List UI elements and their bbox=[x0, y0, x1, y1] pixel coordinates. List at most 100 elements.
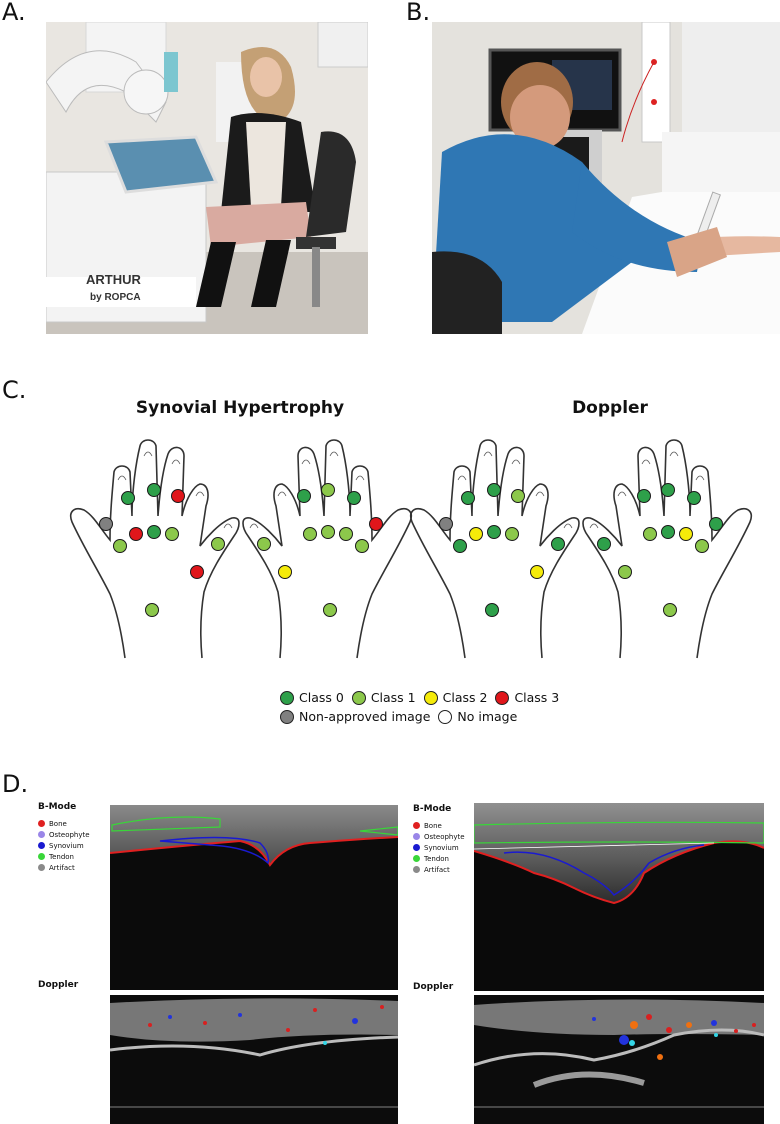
swatch-class2 bbox=[423, 690, 438, 705]
joint-marker-mcp3 bbox=[487, 525, 501, 539]
hand-doppler-left bbox=[582, 439, 753, 659]
joint-marker-cmc bbox=[618, 565, 632, 579]
fingernail bbox=[563, 523, 573, 529]
hand-outline bbox=[242, 439, 413, 659]
joint-marker-mcp2 bbox=[679, 527, 693, 541]
joint-marker-wrist bbox=[663, 603, 677, 617]
legend-class3: Class 3 bbox=[495, 690, 559, 705]
joint-marker-d4 bbox=[511, 489, 525, 503]
us-legend-osteophyte-right: Osteophyte bbox=[413, 831, 465, 842]
doppler-label-left: Doppler bbox=[38, 980, 79, 990]
joint-marker-mcp1 bbox=[551, 537, 565, 551]
robot-brand-line2: by ROPCA bbox=[90, 292, 141, 303]
joint-marker-cmc bbox=[530, 565, 544, 579]
us-legend-synovium: Synovium bbox=[38, 840, 90, 851]
fingernail bbox=[249, 523, 259, 529]
joint-marker-cmc bbox=[278, 565, 292, 579]
photo-manual-ultrasound bbox=[432, 22, 780, 334]
bmode-label-left: B-Mode bbox=[38, 802, 77, 812]
photo-robot-scanning: ARTHUR by ROPCA bbox=[46, 22, 368, 334]
joint-marker-d3 bbox=[147, 483, 161, 497]
joint-marker-mcp2 bbox=[469, 527, 483, 541]
fingernail bbox=[617, 491, 627, 497]
us-legend-tendon: Tendon bbox=[38, 851, 90, 862]
joint-marker-mcp2 bbox=[339, 527, 353, 541]
joint-marker-mcp2 bbox=[129, 527, 143, 541]
swatch-class0 bbox=[280, 690, 294, 705]
joint-marker-mcp5 bbox=[453, 539, 467, 553]
joint-marker-d2 bbox=[687, 491, 701, 505]
joint-marker-mcp3 bbox=[147, 525, 161, 539]
title-synovial-hypertrophy: Synovial Hypertrophy bbox=[135, 398, 345, 418]
fingernail bbox=[195, 491, 205, 497]
panel-label-d: D. bbox=[2, 770, 29, 798]
us-legend-bone-right: Bone bbox=[413, 820, 465, 831]
joint-marker-wrist bbox=[485, 603, 499, 617]
joint-marker-d2 bbox=[121, 491, 135, 505]
fingernail bbox=[669, 451, 679, 457]
fingernail bbox=[457, 475, 467, 481]
doppler-label-right: Doppler bbox=[413, 982, 454, 992]
joint-marker-d4 bbox=[637, 489, 651, 503]
fingernail bbox=[695, 475, 705, 481]
joint-marker-ip1 bbox=[369, 517, 383, 531]
joint-marker-mcp1 bbox=[597, 537, 611, 551]
joint-marker-mcp5 bbox=[113, 539, 127, 553]
joint-marker-mcp3 bbox=[321, 525, 335, 539]
swatch-class3 bbox=[495, 690, 510, 705]
fingernail bbox=[641, 459, 651, 465]
us-legend-osteophyte: Osteophyte bbox=[38, 829, 90, 840]
us-legend-synovium-right: Synovium bbox=[413, 842, 465, 853]
joint-marker-d4 bbox=[171, 489, 185, 503]
joint-marker-wrist bbox=[145, 603, 159, 617]
doppler-image-right bbox=[474, 995, 764, 1124]
legend-no-image: No image bbox=[438, 709, 517, 724]
joint-marker-d2 bbox=[347, 491, 361, 505]
fingernail bbox=[301, 459, 311, 465]
doppler-image-left bbox=[110, 995, 398, 1124]
us-legend-right: Bone Osteophyte Synovium Tendon Artifact bbox=[413, 820, 465, 875]
legend-class0: Class 0 bbox=[280, 690, 344, 705]
bmode-image-left bbox=[110, 805, 398, 990]
fingernail bbox=[355, 475, 365, 481]
joint-marker-mcp4 bbox=[165, 527, 179, 541]
title-doppler: Doppler bbox=[572, 398, 648, 418]
joint-marker-mcp4 bbox=[303, 527, 317, 541]
fingernail bbox=[511, 459, 521, 465]
fingernail bbox=[277, 491, 287, 497]
hand-outline bbox=[582, 439, 753, 659]
joint-marker-wrist bbox=[323, 603, 337, 617]
swatch-no-image bbox=[438, 709, 453, 724]
legend-class2: Class 2 bbox=[423, 690, 487, 705]
us-legend-left: Bone Osteophyte Synovium Tendon Artifact bbox=[38, 818, 90, 873]
swatch-non-approved bbox=[280, 709, 294, 724]
joint-marker-ip1 bbox=[439, 517, 453, 531]
joint-marker-mcp3 bbox=[661, 525, 675, 539]
joint-marker-mcp1 bbox=[257, 537, 271, 551]
legend-non-approved: Non-approved image bbox=[280, 709, 430, 724]
fingernail bbox=[143, 451, 153, 457]
us-legend-bone: Bone bbox=[38, 818, 90, 829]
fingernail bbox=[223, 523, 233, 529]
us-legend-artifact: Artifact bbox=[38, 862, 90, 873]
joint-marker-mcp1 bbox=[211, 537, 225, 551]
panel-label-c: C. bbox=[2, 376, 27, 404]
panel-label-b: B. bbox=[406, 0, 431, 26]
us-legend-artifact-right: Artifact bbox=[413, 864, 465, 875]
fingernail bbox=[117, 475, 127, 481]
joint-marker-cmc bbox=[190, 565, 204, 579]
legend-class1: Class 1 bbox=[351, 690, 416, 705]
joint-marker-d3 bbox=[487, 483, 501, 497]
joint-marker-mcp4 bbox=[505, 527, 519, 541]
joint-marker-d2 bbox=[461, 491, 475, 505]
joint-marker-d3 bbox=[661, 483, 675, 497]
fingernail bbox=[589, 523, 599, 529]
us-legend-tendon-right: Tendon bbox=[413, 853, 465, 864]
swatch-class1 bbox=[351, 690, 366, 705]
hand-outline bbox=[409, 439, 580, 659]
hand-synovial-left bbox=[242, 439, 413, 659]
bmode-label-right: B-Mode bbox=[413, 804, 452, 814]
joint-marker-mcp5 bbox=[355, 539, 369, 553]
joint-marker-d4 bbox=[297, 489, 311, 503]
bmode-image-right bbox=[474, 803, 764, 991]
